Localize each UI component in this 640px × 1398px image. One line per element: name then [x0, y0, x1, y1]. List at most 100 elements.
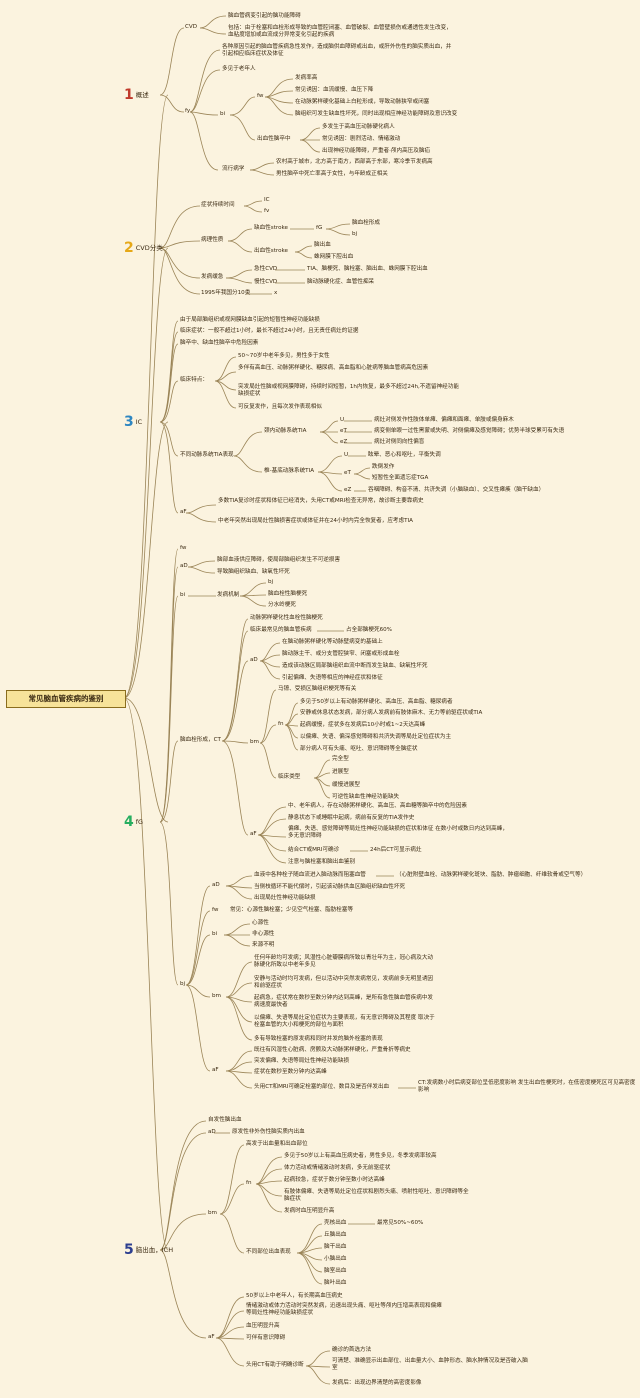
- fg-item-1: 脑血栓形成: [352, 220, 380, 226]
- vb-et-node: eT: [344, 470, 351, 476]
- clinical-features-node: 临床特点：: [180, 377, 208, 383]
- ich-fn-3: 起病较急，症状于数分钟至数小时达高峰: [284, 1177, 385, 1183]
- ich-bm-text: 高发于出血量和出血部位: [246, 1141, 308, 1147]
- section-1-number: 1: [124, 87, 134, 103]
- ich-location-5: 脑室出血: [324, 1268, 347, 1274]
- thrombosis-af-3: 偏瘫、失语、感觉障碍等局灶性神经功能缺损的症状和体征 在数小时或数日内达到高峰，…: [288, 826, 508, 840]
- epidemiology-item-2: 男性脑卒中死亡率高于女性，与年龄成正相关: [276, 171, 388, 177]
- ich-af-4: 可伴有意识障碍: [246, 1335, 286, 1341]
- embolism-fw-node: fw: [212, 907, 219, 913]
- hemorrhagic-stroke-node: 出血性脑卒中: [257, 136, 291, 142]
- cvd-definition-1: 脑血管病变引起的脑功能障碍: [228, 13, 301, 19]
- fg-bi-node: bi: [180, 592, 186, 598]
- vb-et-text-1: 跌倒发作: [372, 464, 395, 470]
- embolism-fw-text: 常见：心源性脑栓塞；少见空气栓塞、脂肪栓塞等: [230, 907, 354, 913]
- chronic-cvd-node: 慢性CVD: [254, 279, 278, 285]
- clinical-feature-2: 多伴有高血压、动脉粥样硬化、糖尿病、高血脂和心脏病等脑血管病高危因素: [238, 365, 429, 371]
- ich-af-2: 情绪激动或体力活动时突然发病，迅速出现头痛、呕吐等颅内压增高表现和偏瘫等局灶性神…: [246, 1303, 442, 1317]
- embolism-bm-2: 安静与活动时均可发病，但以活动中突然发病常见，发病前多无明显诱因和前驱症状: [254, 976, 434, 990]
- ich-bm-node: bm: [208, 1210, 217, 1216]
- thrombosis-ad-4: 引起偏瘫、失语等相应的神经症状和体征: [282, 675, 383, 681]
- vb-u-text: 眩晕、恶心和呕吐，平衡失调: [368, 452, 441, 458]
- chronic-cvd-list: 脑动脉硬化症、血管性痴呆: [307, 279, 375, 285]
- thrombosis-item-1: 动脉粥样硬化性血栓性脑梗死: [250, 615, 323, 621]
- thrombosis-ad-node: aD: [250, 657, 258, 663]
- embolism-ad-node: aD: [212, 882, 220, 888]
- embolism-af-4-ct: CT:发病数小时后病变部位呈低密度影响 发生出血性梗死时，在低密度梗死区可见高密…: [418, 1080, 636, 1094]
- embolism-bm-1: 任何年龄均可发病；风湿性心脏瓣膜病所致以青壮年为主，冠心病及大动脉硬化所致以中老…: [254, 955, 434, 969]
- mechanism-item-2: 脑血栓性脑梗死: [268, 591, 308, 597]
- fg-item-2: bj: [352, 231, 358, 237]
- vb-ez-node: eZ: [344, 487, 352, 493]
- embolism-af-1: 既往有风湿性心脏病、房颤及大动脉粥样硬化，严重骨折等病史: [254, 1047, 411, 1053]
- clinical-type-node: 临床类型: [278, 774, 301, 780]
- clinical-feature-1: 50~70岁中老年多见，男性多于女性: [238, 353, 330, 359]
- thrombosis-ct-node: 脑血栓形成，CT: [180, 737, 221, 743]
- ich-af-1: 50岁以上中老年人，有长期高血压病史: [246, 1293, 343, 1299]
- vb-et-text-2: 短暂性全面遗忘症TGA: [372, 475, 429, 481]
- thrombosis-fn-1: 多见于50岁以上有动脉粥样硬化、高血压、高血脂、糖尿病者: [300, 699, 453, 705]
- embolism-af-2: 突发偏瘫、失语等局灶性神经功能缺损: [254, 1058, 350, 1064]
- embolism-bj-node: bj: [180, 981, 186, 987]
- pathology-node: 病理性质: [201, 237, 224, 243]
- carotid-u-node: U: [340, 417, 345, 423]
- thrombosis-bm-1: 马镣、受损区脑组织梗死等有关: [278, 686, 357, 692]
- ich-location-6: 脑叶出血: [324, 1280, 347, 1286]
- section-5-number: 5: [124, 1242, 134, 1258]
- ischemic-stroke-node: 缺血性stroke: [254, 225, 288, 231]
- section-3-number: 3: [124, 414, 134, 430]
- thrombosis-fn-3: 起病缓慢，症状多在发病后10小时或1~2天达高峰: [300, 722, 426, 728]
- ich-location-2: 丘脑出血: [324, 1232, 347, 1238]
- ich-fn-5: 发病时血压明显升高: [284, 1208, 335, 1214]
- embolism-ad-1: 血液中各种栓子随血流进入脑动脉而阻塞血管: [254, 872, 366, 878]
- hemorrhagic-item-sah: 蛛网膜下腔出血: [314, 254, 354, 260]
- carotid-et-node: eT: [340, 428, 347, 434]
- ich-definition: 自发性脑出血: [208, 1117, 242, 1123]
- thrombosis-ad-3: 造成该动脉区局部脑组织血流中断而发生缺血、缺氧性坏死: [282, 663, 428, 669]
- epidemiology-item-1: 农村高于城市，北方高于南方，西部高于东部，寒冷季节发病高: [276, 159, 433, 165]
- fg-node: fG: [316, 225, 323, 231]
- embolism-bi-2: 非心源性: [252, 931, 275, 937]
- bi-node: bi: [220, 111, 226, 117]
- clinical-type-4: 可逆性缺血性神经功能缺失: [332, 794, 400, 800]
- tia-duration: 临床症状：一般不超过1小时，最长不超过24小时，且无责任病灶的证据: [180, 328, 359, 334]
- fw-item-4: 脑组织可发生缺血性坏死，同时出现相应神经功能障碍及意识改变: [295, 111, 458, 117]
- thrombosis-fn-4: 以偏瘫、失语、偏深感觉障碍和共济失调等局灶定位症状为主: [300, 734, 452, 740]
- thrombosis-af-4-value: 24h后CT可显示病灶: [370, 847, 422, 853]
- fg-ad-item-2: 导致脑组织缺血、缺氧性坏死: [217, 569, 290, 575]
- vertebrobasilar-tia-node: 椎-基底动脉系统TIA: [264, 468, 315, 474]
- thrombosis-item-2-value: 占全部脑梗死60%: [346, 627, 392, 633]
- thrombosis-bm-node: bm: [250, 739, 259, 745]
- clinical-type-2: 进展型: [332, 769, 349, 775]
- ich-fn-node: fn: [246, 1180, 252, 1186]
- ich-ct-1: 确诊的首选方法: [332, 1347, 372, 1353]
- duration-item-1: IC: [264, 197, 270, 203]
- ich-location-1: 壳核出血: [324, 1220, 347, 1226]
- fg-fw-node: fw: [180, 545, 187, 551]
- cvd-node: CVD: [185, 24, 198, 30]
- embolism-bm-4: 以偏瘫、失语等局灶定位症状为主要表现，有无意识障碍及其程度 取决于栓塞血管的大小…: [254, 1015, 435, 1029]
- tia-af-node: aF: [180, 509, 187, 515]
- section-2-title: CVD分类: [135, 244, 163, 252]
- vb-u-node: U: [344, 452, 349, 458]
- thrombosis-fn-5: 部分病人可有头痛、呕吐、意识障碍等全脑症状: [300, 746, 418, 752]
- tia-af-item-1: 多数TIA复诊时症状和体征已经消失，头用CT或MRI检查无异常，故诊断主要靠病史: [218, 498, 424, 504]
- ich-ct-3: 发病后：出现边界清楚的高密度影像: [332, 1380, 422, 1386]
- ich-fn-4: 有肢体偏瘫、失语等局灶定位症状和剧烈头痛、喷射性呕吐、意识障碍等全脑症状: [284, 1189, 469, 1203]
- fy-node: fy: [185, 108, 191, 114]
- thrombosis-ad-1: 在脑动脉粥样硬化等动脉壁病变的基础上: [282, 639, 383, 645]
- ich-ct-2: 可清楚、准确显示出血部位、出血量大小、血肿形态、脑水肿情况及是否破入脑室: [332, 1358, 528, 1372]
- embolism-bm-3: 起病急，症状常在数秒至数分钟内达到高峰，是所有急性脑血管疾病中发病速度最快者: [254, 995, 434, 1009]
- acute-cvd-list: TIA、脑梗死、脑栓塞、脑出血、蛛网膜下腔出血: [307, 266, 428, 272]
- fw-node: fw: [257, 93, 264, 99]
- fy-definition: 各种原因引起的脑血管疾病急性发作，造成脑供血障碍或出血，或肝外伤性的脑实质出血，…: [222, 44, 452, 58]
- tia-af-item-2: 中老年突然出现局灶性脑损害症状或体征并在24小时内完全恢复者，应考虑TIA: [218, 518, 414, 524]
- embolism-ad-3: 出现局灶性神经功能缺损: [254, 895, 316, 901]
- ich-fn-2: 体力活动或情绪激动时发病，多无前驱症状: [284, 1165, 391, 1171]
- thrombosis-af-5: 注意与脑栓塞和脑出血鉴别: [288, 859, 356, 865]
- embolism-bi-1: 心源性: [252, 920, 269, 926]
- carotid-u-text: 病灶对侧发作性肢体单瘫、偏瘫和面瘫、单肢或偏身麻木: [374, 417, 514, 423]
- hemorrhagic-item-3: 出现神经功能障碍，严重者·颅内高压及脑疝: [322, 148, 431, 154]
